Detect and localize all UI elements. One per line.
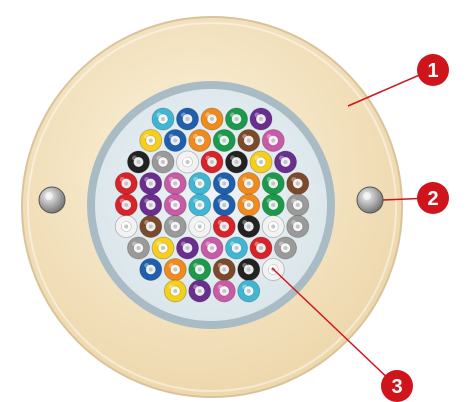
fiber-gray — [286, 215, 310, 238]
callout-2: 2 — [417, 182, 449, 214]
fiber-gray — [274, 236, 297, 260]
callout-leader-1 — [347, 69, 432, 107]
fiber-yellow — [163, 279, 187, 303]
fiber-orange — [163, 258, 187, 281]
fiber-gray — [286, 193, 310, 217]
fiber-yellow — [249, 150, 273, 174]
fiber-gray — [151, 150, 175, 174]
fiber-black — [225, 150, 248, 174]
fiber-green — [261, 172, 285, 195]
callout-2-marker — [417, 182, 449, 214]
fiber-red — [114, 172, 138, 195]
fiber-black — [237, 258, 261, 281]
fiber-blue — [212, 193, 236, 217]
housing-inner-edge — [27, 22, 397, 392]
fiber-blue — [163, 129, 187, 152]
fiber-violet — [188, 279, 212, 303]
fiber-red — [249, 236, 273, 260]
fiber-red — [114, 193, 138, 217]
fiber-green — [212, 129, 236, 152]
fiber-aqua — [237, 279, 261, 303]
screw-left — [38, 186, 66, 214]
fiber-white — [176, 150, 199, 174]
fiber-red — [212, 215, 236, 238]
fiber-violet — [274, 150, 297, 174]
fiber-orange — [188, 129, 212, 152]
fiber-aqua — [225, 236, 248, 260]
fiber-black — [127, 150, 150, 174]
fiber-rose — [163, 193, 187, 217]
fiber-red — [200, 150, 224, 174]
fiber-rose — [261, 129, 285, 152]
fiber-green — [188, 258, 212, 281]
callout-3: 3 — [381, 370, 413, 402]
fiber-black — [237, 215, 261, 238]
fiber-rose — [200, 236, 224, 260]
callout-3-number: 3 — [391, 376, 402, 398]
fiber-orange — [237, 193, 261, 217]
screw-right — [356, 186, 384, 214]
fiber-violet — [139, 172, 163, 195]
fiber-blue — [139, 258, 163, 281]
callout-leader-3 — [271, 267, 396, 386]
fiber-bundle — [114, 107, 310, 303]
fiber-aqua — [151, 107, 175, 131]
fiber-white — [114, 215, 138, 238]
fiber-rose — [163, 172, 187, 195]
callout-1-marker — [417, 54, 449, 86]
fiber-violet — [176, 236, 199, 260]
fiber-rose — [212, 279, 236, 303]
fiber-white — [188, 215, 212, 238]
callout-3-marker — [381, 370, 413, 402]
fiber-green — [225, 107, 248, 131]
fiber-brown — [139, 215, 163, 238]
callout-1: 1 — [417, 54, 449, 86]
fiber-gray — [163, 215, 187, 238]
fiber-gray — [127, 236, 150, 260]
fiber-violet — [139, 193, 163, 217]
fiber-blue — [176, 107, 199, 131]
fiber-brown — [212, 258, 236, 281]
fiber-brown — [286, 172, 310, 195]
fiber-aqua — [188, 193, 212, 217]
fiber-orange — [200, 107, 224, 131]
fiber-violet — [249, 107, 273, 131]
fiber-brown — [237, 129, 261, 152]
fiber-yellow — [151, 236, 175, 260]
fiber-white — [261, 215, 285, 238]
fiber-green — [261, 193, 285, 217]
fiber-orange — [237, 172, 261, 195]
fiber-aqua — [188, 172, 212, 195]
fiber-yellow — [139, 129, 163, 152]
callout-2-number: 2 — [427, 188, 438, 210]
fiber-blue — [212, 172, 236, 195]
callout-1-number: 1 — [427, 60, 438, 82]
